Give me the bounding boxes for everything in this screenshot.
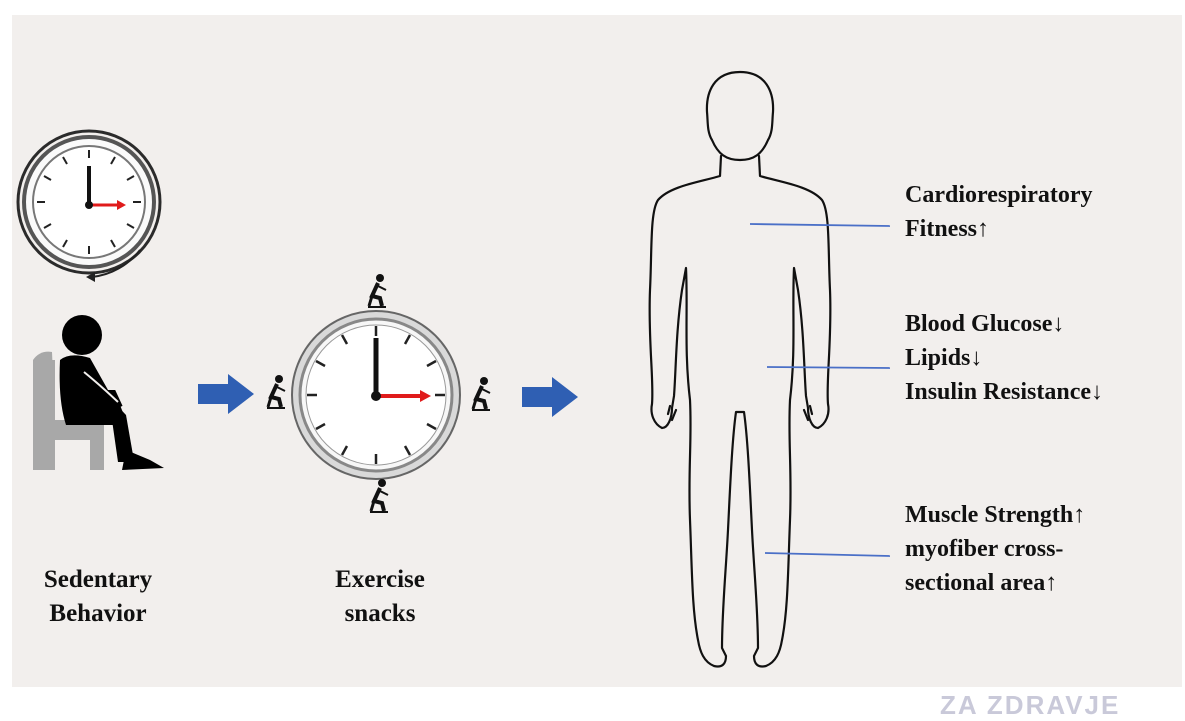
caption-sedentary-behavior: Sedentary Behavior — [18, 563, 178, 631]
effect-line: myofiber cross- — [905, 532, 1085, 566]
human-body-outline — [650, 72, 831, 667]
effect-cardiorespiratory: Cardiorespiratory Fitness↑ — [905, 178, 1093, 246]
effect-line: Fitness↑ — [905, 212, 1093, 246]
exercising-person-icon — [368, 274, 386, 307]
caption-line: snacks — [310, 597, 450, 631]
exercising-person-icon — [472, 377, 490, 410]
caption-line: Behavior — [18, 597, 178, 631]
effect-line: Blood Glucose↓ — [905, 307, 1103, 341]
arrow-right-icon — [522, 377, 578, 417]
clock-icon — [18, 131, 160, 282]
exercising-person-icon — [370, 479, 388, 512]
effect-muscle: Muscle Strength↑ myofiber cross- section… — [905, 498, 1085, 600]
effect-metabolic: Blood Glucose↓ Lipids↓ Insulin Resistanc… — [905, 307, 1103, 409]
sitting-person-icon — [60, 315, 164, 470]
effect-line: Insulin Resistance↓ — [905, 375, 1103, 409]
caption-line: Exercise — [310, 563, 450, 597]
caption-exercise-snacks: Exercise snacks — [310, 563, 450, 631]
exercising-person-icon — [267, 375, 285, 408]
arrow-right-icon — [198, 374, 254, 414]
effect-line: Lipids↓ — [905, 341, 1103, 375]
effect-line: Muscle Strength↑ — [905, 498, 1085, 532]
effect-line: Cardiorespiratory — [905, 178, 1093, 212]
clock-icon — [292, 311, 460, 479]
effect-line: sectional area↑ — [905, 566, 1085, 600]
watermark: ZA ZDRAVJE — [940, 690, 1120, 721]
leader-lines — [750, 224, 890, 556]
caption-line: Sedentary — [18, 563, 178, 597]
